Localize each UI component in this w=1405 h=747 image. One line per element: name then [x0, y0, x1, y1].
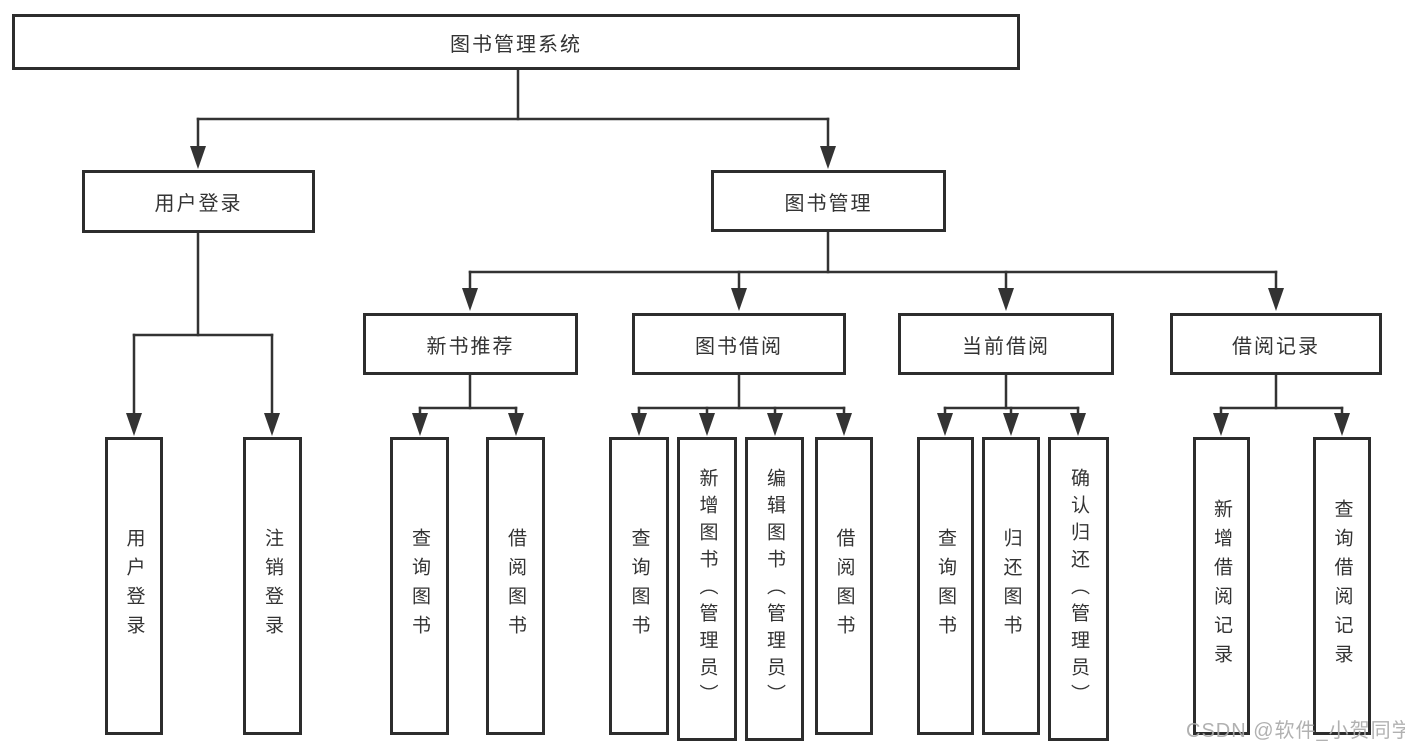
leaf-query-books-borrow: 查询图书 [609, 437, 669, 735]
node-user-login: 用户登录 [82, 170, 315, 233]
leaf-borrow-books: 借阅图书 [815, 437, 873, 735]
node-library-management-system: 图书管理系统 [12, 14, 1020, 70]
node-new-book-recommend: 新书推荐 [363, 313, 578, 375]
csdn-watermark: CSDN @软件_小贺同学 [1186, 720, 1405, 742]
node-book-borrow: 图书借阅 [632, 313, 846, 375]
leaf-query-books-current: 查询图书 [917, 437, 974, 735]
leaf-add-borrow-record: 新增借阅记录 [1193, 437, 1250, 735]
arrowheads [126, 146, 1350, 436]
leaf-edit-book-admin: 编辑图书（管理员） [745, 437, 804, 741]
leaf-user-login: 用户登录 [105, 437, 163, 735]
leaf-return-books: 归还图书 [982, 437, 1040, 735]
node-current-borrow: 当前借阅 [898, 313, 1114, 375]
node-book-management: 图书管理 [711, 170, 946, 232]
leaf-query-borrow-record: 查询借阅记录 [1313, 437, 1371, 735]
leaf-add-book-admin: 新增图书（管理员） [677, 437, 737, 741]
leaf-borrow-books-recommend: 借阅图书 [486, 437, 545, 735]
leaf-confirm-return-admin: 确认归还（管理员） [1048, 437, 1109, 741]
leaf-logout: 注销登录 [243, 437, 302, 735]
leaf-query-books-recommend: 查询图书 [390, 437, 449, 735]
node-borrow-records: 借阅记录 [1170, 313, 1382, 375]
